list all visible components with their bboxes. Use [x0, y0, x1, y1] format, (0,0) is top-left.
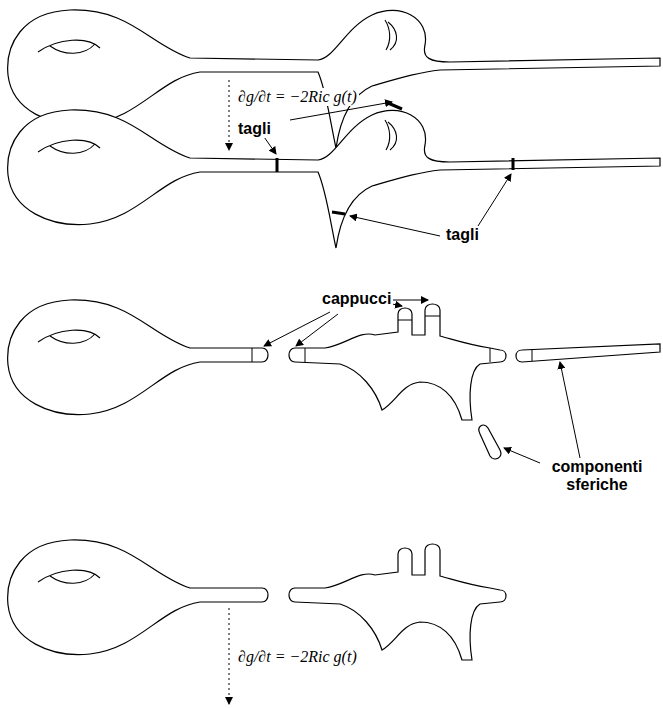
leader-line — [350, 216, 440, 236]
leader-line — [392, 300, 428, 301]
thin-tube-component — [516, 344, 660, 362]
leader-line — [264, 312, 330, 346]
sphere-label: componenti sferiche — [540, 458, 654, 494]
manifold-with-caps — [8, 300, 660, 459]
flow-equation: ∂g/∂t = −2Ric g(t) — [236, 648, 359, 666]
leader-line — [296, 314, 338, 346]
cut-label: tagli — [236, 120, 273, 138]
flow-equation: ∂g/∂t = −2Ric g(t) — [236, 88, 359, 106]
leader-line — [392, 304, 402, 306]
manifold-after-surgery — [8, 540, 506, 660]
leader-line — [478, 174, 511, 226]
cap-label: cappucci — [320, 290, 393, 308]
spherical-component — [479, 425, 501, 459]
leader-line — [560, 362, 580, 458]
flow-arrow — [229, 80, 230, 150]
flow-arrow — [229, 608, 230, 704]
cut-label: tagli — [444, 226, 481, 244]
manifold-with-cuts — [8, 103, 660, 248]
